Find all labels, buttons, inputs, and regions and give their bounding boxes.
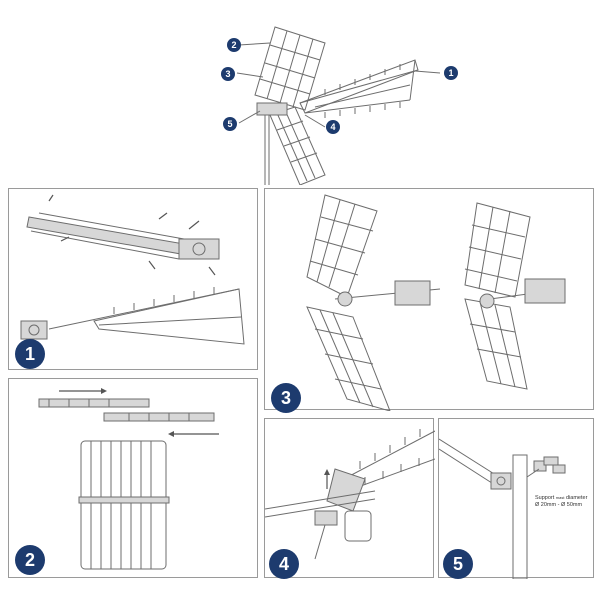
step-3-drawing	[306, 194, 566, 411]
step-5-drawing	[439, 438, 566, 579]
callout-3: 3	[221, 67, 235, 81]
step-4-drawing	[265, 429, 435, 560]
step-1-panel: 1	[8, 188, 258, 370]
mast-note-support: Support	[535, 495, 555, 501]
callout-1: 1	[444, 66, 458, 80]
step-3-panel: 3	[264, 188, 594, 413]
step-2-drawing	[38, 388, 219, 570]
mast-note-mast: mast	[555, 495, 565, 500]
callout-5: 5	[223, 117, 237, 131]
antenna-overview: 2 3 5 4 1	[215, 15, 470, 185]
antenna-overview-drawing	[236, 26, 441, 185]
step-2-badge: 2	[15, 545, 45, 575]
step-1-badge: 1	[15, 339, 45, 369]
step-2-panel: 2	[8, 378, 258, 578]
step-4-panel: 4	[264, 418, 435, 579]
step-5-panel: Support mast diameter Ø 20mm - Ø 50mm 5	[438, 418, 594, 579]
step-3-badge: 3	[271, 383, 301, 413]
mast-diameter-note: Support mast diameter Ø 20mm - Ø 50mm	[535, 495, 587, 509]
callout-2: 2	[227, 38, 241, 52]
step-1-drawing	[20, 194, 245, 345]
callout-4: 4	[326, 120, 340, 134]
step-5-badge: 5	[443, 549, 473, 579]
mast-note-diameter: diameter	[566, 495, 588, 501]
mast-note-range: Ø 20mm - Ø 50mm	[535, 501, 583, 508]
step-4-badge: 4	[269, 549, 299, 579]
